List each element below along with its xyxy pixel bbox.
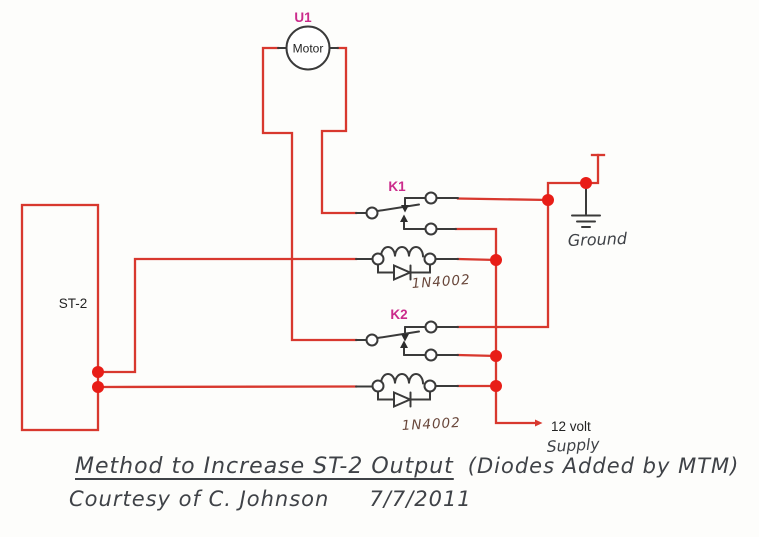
- relay-k2: K2 1N4002: [355, 307, 461, 434]
- k1-ref-label: K1: [388, 179, 406, 194]
- k1-common-terminal: [365, 206, 379, 220]
- junction-dot-k2-coil: [490, 380, 502, 392]
- wire-st2-to-k1-coil: [96, 257, 358, 374]
- k1-upper-arrowhead: [401, 205, 409, 213]
- ground-symbol-group: Ground: [567, 185, 628, 250]
- k1-upper-terminal: [424, 191, 438, 205]
- caption-note: (Diodes Added by MTM): [467, 454, 740, 478]
- k2-switch-arm: [376, 330, 420, 339]
- k1-lower-arrowhead: [400, 214, 408, 222]
- st2-box: [20, 203, 100, 432]
- junction-dot-ground-tap: [580, 177, 592, 189]
- motor-ref-label: U1: [294, 10, 312, 25]
- k1-switch-arm: [376, 203, 420, 212]
- supply-printed-label: 12 volt: [551, 419, 591, 434]
- k1-coil-left-terminal: [371, 252, 385, 266]
- caption-title: Method to Increase ST-2 Output: [75, 454, 454, 479]
- k1-diode-label: 1N4002: [411, 272, 471, 292]
- wire-ground-rail: [456, 153, 600, 329]
- junction-dots: [92, 177, 592, 393]
- k1-diode-loop: [377, 263, 431, 274]
- motor-symbol: [285, 25, 331, 71]
- wire-k1-no-to-ground: [456, 197, 550, 202]
- caption-title-line: Method to Increase ST-2 Output (Diodes Ad…: [75, 454, 755, 479]
- junction-dot-k1-no: [542, 194, 554, 206]
- k1-lower-terminal: [424, 222, 438, 236]
- wire-k2-nc-to-bus: [456, 353, 498, 358]
- motor-label: Motor: [293, 42, 324, 56]
- wire-motor-right-to-k1-common: [320, 46, 358, 215]
- supply-handwritten-label: Supply: [546, 435, 601, 456]
- k2-upper-arrowhead: [401, 334, 409, 342]
- k2-coil-right-terminal: [423, 379, 437, 393]
- k2-lower-arrowhead: [400, 340, 408, 348]
- wire-st2-to-k2-coil: [96, 385, 358, 389]
- relay-k1: K1 1N4002: [355, 179, 471, 292]
- caption-credit-line: Courtesy of C. Johnson 7/7/2011: [69, 487, 755, 511]
- junction-dot-k2-nc: [490, 350, 502, 362]
- junction-dot-st2-upper: [92, 366, 104, 378]
- supply-label-group: 12 volt Supply: [546, 419, 601, 456]
- k2-diode-loop: [377, 390, 431, 401]
- st2-label: ST-2: [59, 296, 88, 311]
- wiring: [96, 46, 606, 427]
- junction-dot-k1-coil: [490, 254, 502, 266]
- k1-coil-right-terminal: [423, 252, 437, 266]
- k1-coil-symbol: [380, 246, 424, 258]
- wire-motor-left-to-k2-common: [261, 46, 358, 342]
- k2-coil-symbol: [380, 373, 424, 385]
- wire-k1-coil-to-bus: [456, 257, 498, 262]
- supply-arrowhead: [535, 419, 543, 427]
- k2-coil-left-terminal: [371, 379, 385, 393]
- wire-supply-bus: [454, 227, 537, 425]
- caption-block: Method to Increase ST-2 Output (Diodes Ad…: [69, 454, 755, 511]
- motor-unit: Motor U1: [277, 10, 339, 71]
- st2-module: ST-2: [20, 203, 100, 432]
- ground-label: Ground: [567, 229, 628, 250]
- k2-common-terminal: [365, 333, 379, 347]
- junction-dot-st2-lower: [92, 381, 104, 393]
- k2-upper-terminal: [424, 320, 438, 334]
- k2-ref-label: K2: [390, 307, 407, 322]
- k2-diode-triangle: [393, 390, 413, 409]
- k2-lower-terminal: [424, 348, 438, 362]
- k1-diode-triangle: [393, 263, 413, 282]
- k2-diode-label: 1N4002: [401, 415, 461, 434]
- caption-date: 7/7/2011: [369, 487, 472, 511]
- caption-credit: Courtesy of C. Johnson: [69, 487, 330, 511]
